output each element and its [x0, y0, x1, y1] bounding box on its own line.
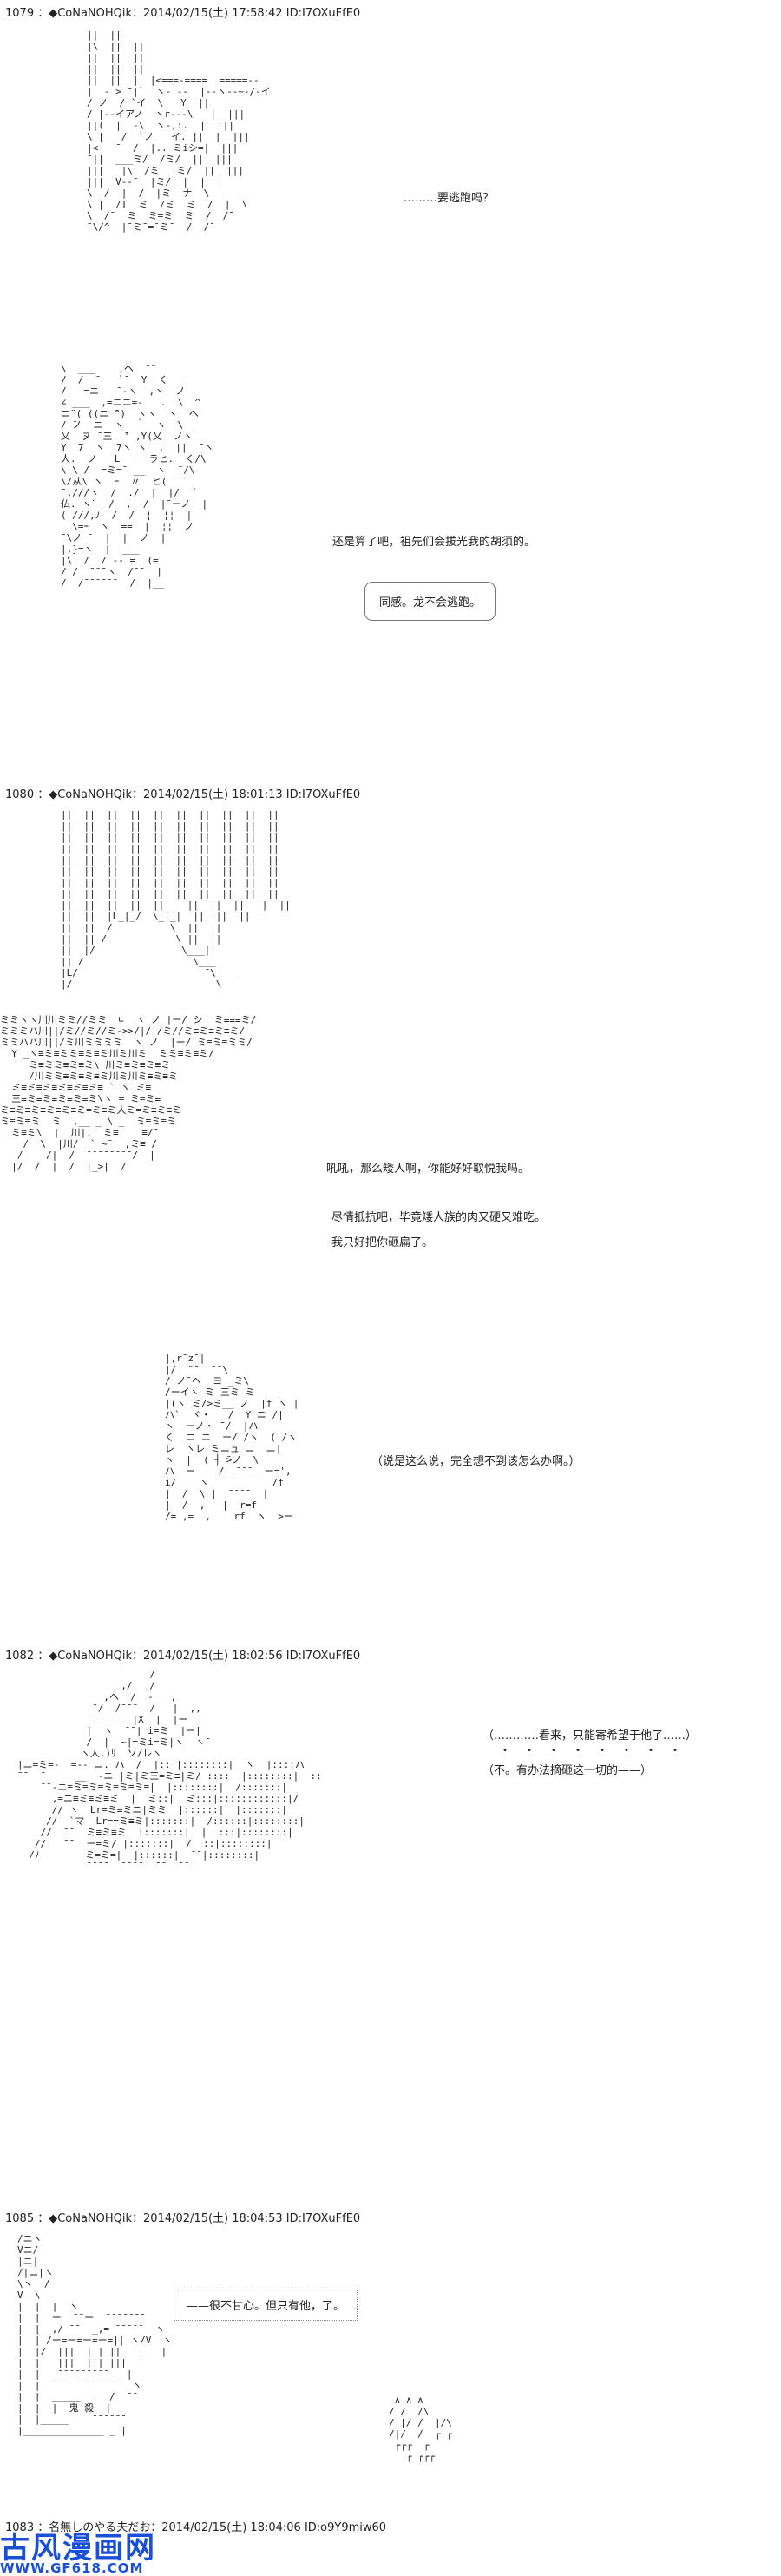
ellipsis-dots: ・・・・・・・・: [499, 1744, 693, 1758]
dragon-line-2: 尽情抵抗吧，毕竟矮人族的肉又硬又难吃。: [331, 1211, 547, 1224]
narration-box: ——很不甘心。但只有他，了。: [174, 2289, 358, 2321]
dragon-line-1: 吼吼，那么矮人啊，你能好好取悦我吗。: [326, 1163, 530, 1176]
ascii-art-dragon-body: ミミヽヽ川川ミミ//ミミ ∟ ヽ ノ |ー/ シ ミ≡≡≡ミ/ ミミミハ川||/…: [0, 1014, 257, 1172]
ascii-art-dragon-legs: || || || || || || || || || || || || || |…: [61, 809, 291, 990]
ascii-art-dwarf-thinking: |,r¯z¯| |/ ¨¯ ¯¯\ / ノ¯ヘ ヨ _ミ\ /ーイヽ ̄ミ 三ミ…: [165, 1353, 299, 1522]
thought-line-2: （不。有办法摘砸这一切的——）: [482, 1764, 653, 1777]
post-header-1079: 1079 ：◆CoNaNOHQik：2014/02/15(土) 17:58:42…: [5, 7, 361, 20]
post-header-1082: 1082 ：◆CoNaNOHQik：2014/02/15(土) 18:02:56…: [5, 1650, 361, 1663]
thought-line-1: （…………看来，只能寄希望于他了……）: [482, 1729, 698, 1743]
watermark-url: WWW.GF618.COM: [0, 2560, 144, 2576]
watermark-brand: 古风漫画网: [0, 2531, 156, 2566]
post-header-1085: 1085 ：◆CoNaNOHQik：2014/02/15(土) 18:04:53…: [5, 2212, 361, 2225]
monologue-line: ………要逃跑吗？: [404, 192, 495, 205]
post-header-1080: 1080 ：◆CoNaNOHQik：2014/02/15(土) 18:01:13…: [5, 788, 361, 801]
ascii-art-figure-pillars: || || |\ || || || || || || || || || || |…: [87, 30, 271, 233]
dialogue-line: 还是算了吧，祖先们会拔光我的胡须的。: [332, 536, 536, 549]
thought-line: （说是这么说，完全想不到该怎么办啊。）: [371, 1455, 581, 1468]
dragon-line-3: 我只好把你砸扁了。: [331, 1236, 434, 1249]
post-header-1083: 1083 ：名無しのやる夫だお：2014/02/15(土) 18:04:06 I…: [5, 2521, 387, 2534]
ascii-art-warrior-spear: / ,/ / ,ヘ / - , ¯/ /¯¯¯ / | ,, ¯¯ ¯¯ |X …: [17, 1669, 322, 1872]
ascii-art-dwarf: \ ___ ,ヘ ¯¯ / / ̄ `¯ Y く / =ニ ¯-ヽ ,ヽ ノ ∠…: [61, 363, 214, 589]
site-watermark: 古风漫画网 WWW.GF618.COM: [0, 2531, 156, 2575]
ascii-art-sparks: ∧ ∧ ∧ / / /\ / |/ / |/\ /|/ / ┌ ┌ ┌┌┌ ┌ …: [389, 2395, 452, 2462]
ascii-art-hammer-warrior: /ニヽ Vニ/ |ニ| /|ニ|ヽ \ヽ / V \ | | | ヽ | | ー…: [17, 2233, 173, 2436]
speech-bubble: 同感。龙不会逃跑。: [364, 582, 496, 621]
